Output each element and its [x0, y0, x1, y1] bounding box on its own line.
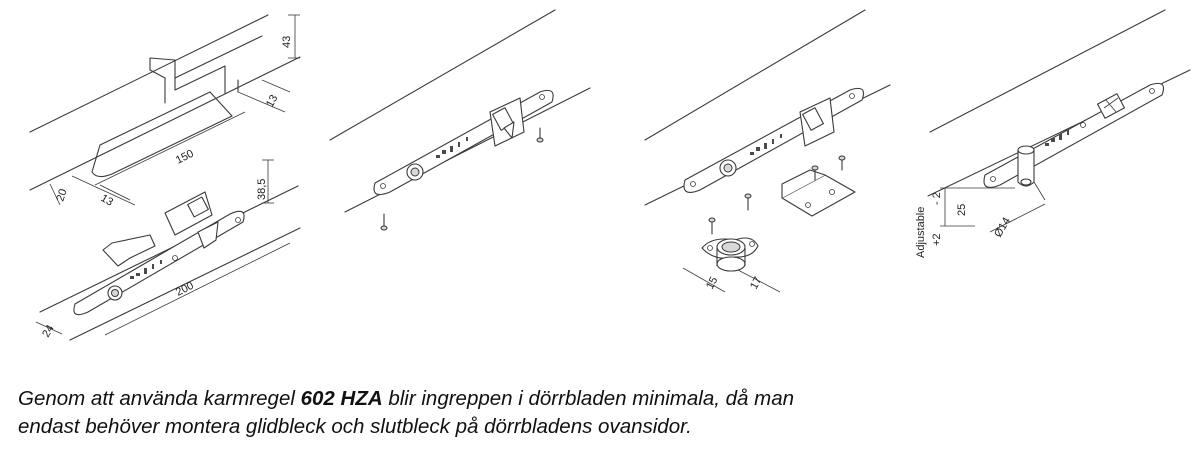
dim-plus-2: +2	[931, 233, 943, 246]
figure-1-recess-and-bolt: 43 13 150 20 13 38	[29, 14, 301, 341]
figure-3-strike-and-catch: 15 17	[644, 9, 891, 293]
screw-icon	[838, 155, 846, 171]
dim-minus-2: - 2	[931, 192, 943, 205]
caption-product: 602 HZA	[300, 387, 383, 410]
dim-150: 150	[174, 148, 196, 167]
caption-part1: Genom att använda karmregel	[18, 387, 301, 410]
dim-20: 20	[54, 188, 69, 203]
figure-4-adjustable-catch: 25 - 2 +2 Adjustable Ø14	[915, 9, 1191, 258]
screw-icon	[536, 127, 544, 143]
dim-24: 24	[40, 323, 57, 340]
screw-icon	[380, 213, 388, 231]
dim-13-bottom: 13	[99, 192, 116, 209]
figure-2-plate-with-screws	[329, 9, 591, 231]
dim-17: 17	[748, 275, 764, 291]
dim-43: 43	[281, 36, 293, 48]
caption-part2: blir ingreppen i dörrbladen minimala, då…	[382, 387, 795, 410]
dim-13-top: 13	[264, 93, 280, 109]
caption-line2: endast behöver montera glidbleck och slu…	[18, 415, 692, 438]
dim-200: 200	[174, 280, 196, 299]
screw-icon	[708, 217, 716, 235]
technical-drawings: 43 13 150 20 13 38	[29, 9, 1191, 341]
dim-diameter-14: Ø14	[992, 215, 1013, 239]
dim-38-5: 38,5	[256, 179, 268, 200]
adjustable-label: Adjustable	[915, 207, 927, 258]
caption: Genom att använda karmregel 602 HZA blir…	[18, 385, 1188, 441]
dim-15: 15	[704, 275, 720, 291]
dim-25: 25	[956, 204, 968, 216]
screw-icon	[811, 165, 819, 181]
screw-icon	[744, 193, 752, 211]
